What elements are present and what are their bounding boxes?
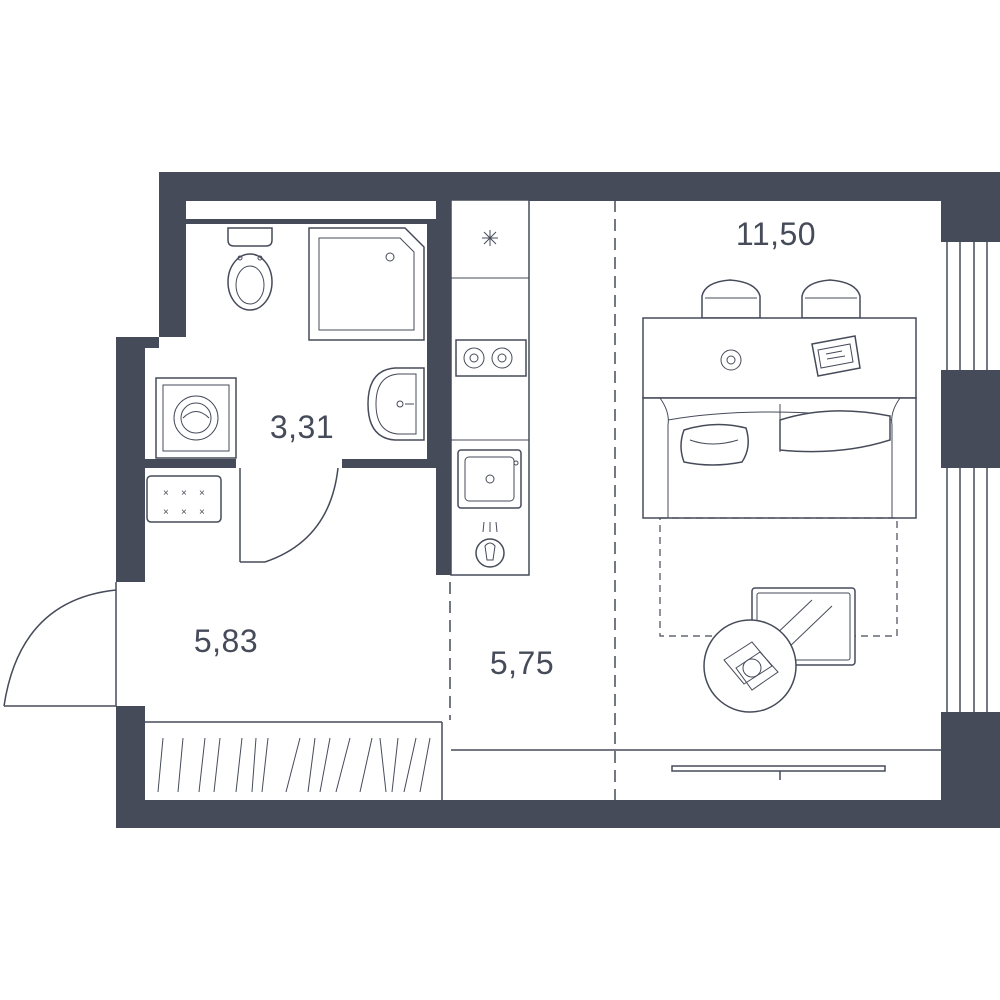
toilet-icon — [227, 227, 273, 311]
sink-icon — [457, 449, 522, 509]
svg-text:×: × — [199, 488, 205, 499]
cooker-hood-icon — [475, 521, 505, 568]
walls — [116, 172, 1000, 828]
svg-text:×: × — [163, 488, 169, 499]
laptop-icon — [811, 335, 861, 377]
svg-text:×: × — [181, 507, 187, 518]
zone-separators — [449, 200, 616, 800]
tv-icon — [451, 749, 941, 780]
window-upper — [941, 242, 1000, 370]
svg-text:×: × — [181, 488, 187, 499]
shoe-cabinet-icon: × × × × × × — [146, 475, 222, 523]
sofa-icon — [642, 397, 917, 519]
window-lower — [941, 468, 1000, 712]
area-label-bathroom: 3,31 — [270, 409, 334, 445]
svg-text:×: × — [199, 507, 205, 518]
coffee-table-icon — [703, 619, 797, 713]
dining-chairs-icon — [701, 279, 861, 319]
area-label-kitchen: 5,75 — [490, 645, 554, 681]
entrance-door — [3, 582, 117, 707]
svg-text:×: × — [163, 507, 169, 518]
wardrobe-icon — [145, 721, 443, 800]
windows — [941, 242, 1000, 712]
hob-icon — [455, 339, 527, 377]
washing-machine-icon — [155, 377, 237, 459]
area-label-living-room: 11,50 — [736, 216, 816, 252]
area-label-hallway: 5,83 — [194, 623, 258, 659]
kitchen-counter — [450, 199, 530, 576]
dining-table-icon — [642, 317, 917, 399]
bathroom-door — [239, 467, 339, 563]
shower-tray-icon — [308, 227, 425, 341]
fridge-icon — [482, 230, 498, 246]
washbasin-icon — [367, 367, 425, 441]
